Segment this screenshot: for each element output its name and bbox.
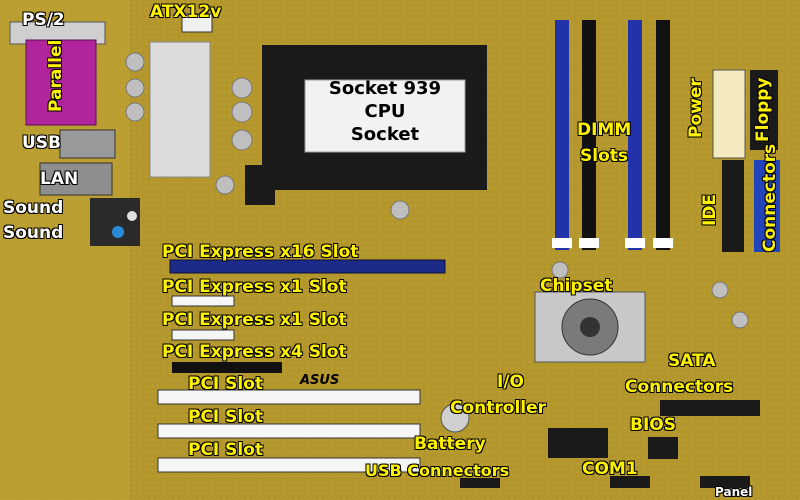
floppy-label: Floppy — [753, 77, 773, 142]
io-controller-chip — [548, 428, 608, 458]
usb-label: USB — [22, 133, 62, 153]
ps2-label: PS/2 — [22, 10, 65, 30]
dimm-slot-4 — [656, 20, 670, 250]
ide-connector — [722, 160, 744, 252]
io-label-line2: Controller — [450, 398, 547, 418]
pci-slot-label-1: PCI Slot — [188, 374, 264, 394]
pcie-x1-label-1: PCI Express x1 Slot — [162, 277, 347, 297]
dimm-label-line2: Slots — [580, 146, 628, 166]
ide-connector-2 — [754, 160, 780, 252]
pcie-x16-label: PCI Express x16 Slot — [162, 242, 359, 262]
com1-label: COM1 — [582, 459, 638, 479]
sound-label-2: Sound — [3, 223, 64, 243]
pcie-x1-label-2: PCI Express x1 Slot — [162, 310, 347, 330]
socket-label-line2: CPU — [364, 100, 406, 122]
parallel-label: Parallel — [46, 39, 66, 112]
floppy-connector — [750, 70, 778, 150]
pcie-x1-slot-1 — [171, 295, 235, 307]
sata-label-line2: Connectors — [625, 377, 734, 397]
lan-label: LAN — [40, 169, 79, 189]
dimm-slot-3 — [628, 20, 642, 250]
panel-label: Panel — [715, 485, 753, 499]
asus-logo: ASUS — [300, 373, 340, 388]
atx-power-connector — [712, 69, 746, 159]
battery-label: Battery — [414, 434, 486, 454]
atx12v-label: ATX12v — [150, 2, 222, 22]
dimm-slot-1 — [555, 20, 569, 250]
usb-connectors-label: USB Connectors — [365, 461, 510, 480]
chipset-label: Chipset — [540, 276, 613, 296]
connectors-label: Connectors — [760, 143, 780, 252]
cpu-socket — [304, 79, 466, 153]
lan-port — [39, 162, 113, 196]
pci-slot-1 — [157, 389, 421, 405]
audio-ports — [90, 198, 140, 246]
bios-label: BIOS — [630, 415, 676, 435]
usb-port — [59, 129, 116, 159]
pcie-x4-slot — [172, 362, 282, 373]
pcie-x4-label: PCI Express x4 Slot — [162, 342, 347, 362]
dimm-label-line1: DIMM — [577, 120, 632, 140]
io-label-line1: I/O — [497, 372, 524, 392]
battery — [440, 403, 470, 433]
pci-slot-2 — [157, 423, 421, 439]
panel-header — [700, 476, 750, 488]
socket-label-line3: Socket — [350, 123, 420, 145]
sound-label-1: Sound — [3, 198, 64, 218]
pcie-x16-slot — [169, 259, 446, 274]
sata-connectors — [660, 400, 760, 416]
dimm-slot-2 — [582, 20, 596, 250]
pci-slot-label-3: PCI Slot — [188, 440, 264, 460]
ide-label: IDE — [700, 193, 720, 226]
bios-chip — [648, 437, 678, 459]
socket-label-line1: Socket 939 — [328, 78, 442, 99]
pci-slot-3 — [157, 457, 421, 473]
pci-slot-label-2: PCI Slot — [188, 407, 264, 427]
cpu-socket-label: Socket 939 CPU Socket — [305, 78, 465, 145]
atx12v-connector — [181, 13, 213, 33]
sata-label-line1: SATA — [668, 351, 716, 371]
power-label: Power — [686, 78, 706, 138]
pcie-x1-slot-2 — [171, 329, 235, 341]
usb-header — [460, 478, 500, 488]
com1-header — [610, 476, 650, 488]
parallel-port — [25, 39, 97, 126]
